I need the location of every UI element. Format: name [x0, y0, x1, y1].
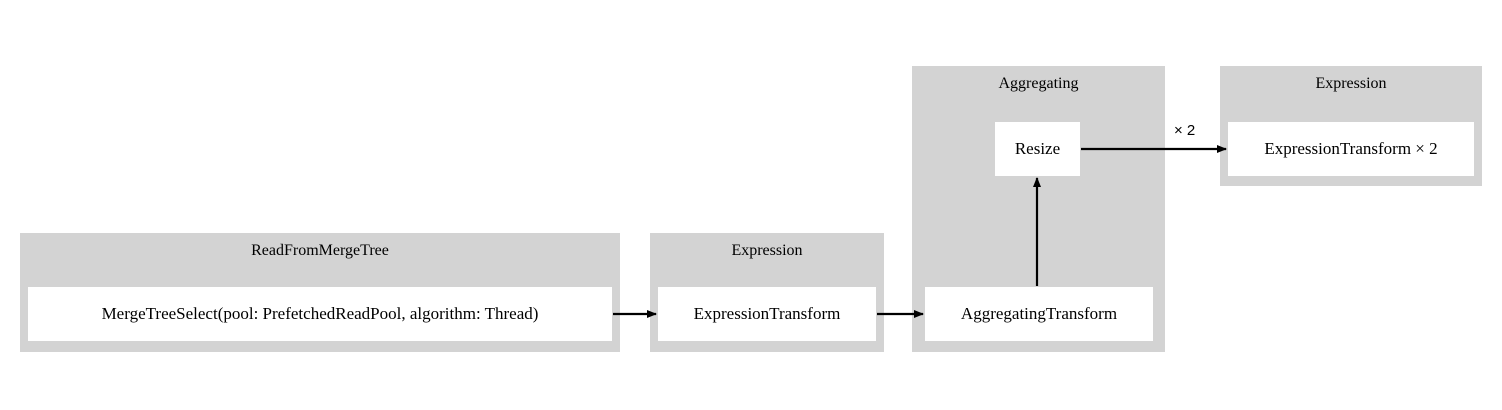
node-label-expression-transform-1: ExpressionTransform — [693, 304, 841, 323]
node-merge-tree-select[interactable]: MergeTreeSelect(pool: PrefetchedReadPool… — [28, 287, 612, 341]
edge-label-resize-to-expression-transform-2: × 2 — [1174, 122, 1196, 139]
cluster-label-expression-2: Expression — [1315, 75, 1387, 92]
cluster-label-expression-1: Expression — [731, 242, 803, 259]
node-expression-transform-1[interactable]: ExpressionTransform — [658, 287, 876, 341]
node-label-aggregating-transform: AggregatingTransform — [960, 304, 1118, 323]
node-label-expression-transform-2: ExpressionTransform × 2 — [1264, 139, 1438, 158]
node-label-resize: Resize — [1014, 139, 1061, 158]
cluster-label-read-from-merge-tree: ReadFromMergeTree — [251, 242, 389, 259]
node-aggregating-transform[interactable]: AggregatingTransform — [925, 287, 1153, 341]
node-resize[interactable]: Resize — [995, 122, 1080, 176]
node-label-merge-tree-select: MergeTreeSelect(pool: PrefetchedReadPool… — [101, 304, 539, 323]
cluster-label-aggregating: Aggregating — [998, 75, 1079, 92]
node-expression-transform-2[interactable]: ExpressionTransform × 2 — [1228, 122, 1474, 176]
